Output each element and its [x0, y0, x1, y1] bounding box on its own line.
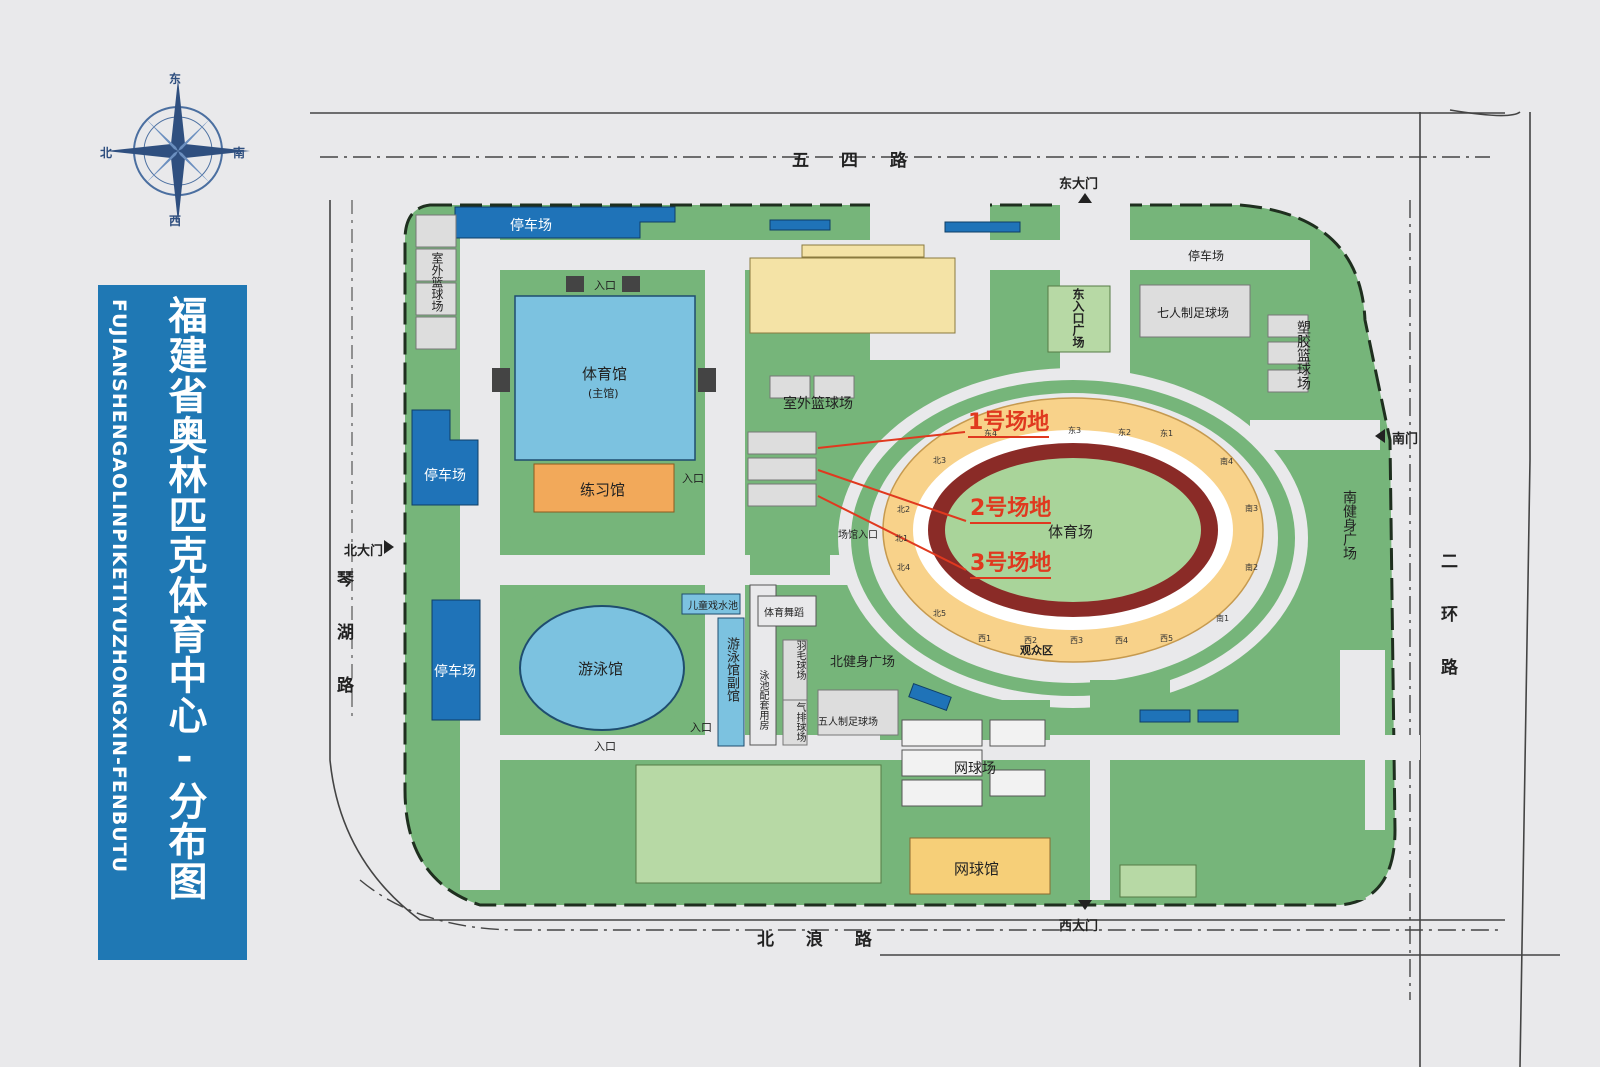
label-north-fitness: 北健身广场 [830, 655, 896, 670]
stand-south-3: 南3 [1245, 504, 1259, 513]
stand-south-4: 南4 [1220, 457, 1234, 466]
swim-annex-building [717, 617, 745, 747]
road-beilang: 北 浪 路 [757, 930, 872, 950]
label-outdoor-basket-c: 室外篮球场 [783, 396, 853, 412]
compass-south: 南 [233, 146, 246, 160]
gate-arrows [384, 193, 1385, 910]
kids-pool-building [681, 593, 741, 615]
north-building-top [801, 244, 925, 258]
label-swim-annex: 游泳馆副馆 [724, 637, 739, 702]
gate-west: 西大门 [1059, 919, 1099, 934]
parking-lots [411, 206, 1239, 723]
label-swimming: 游泳馆 [578, 660, 624, 678]
title-banner: 福建省奥林匹克体育中心-分布图 FUJIANSHENGAOLINPIKETIYU… [98, 285, 247, 960]
southwest-field [635, 764, 882, 884]
label-seven-a-side: 七人制足球场 [1157, 306, 1230, 320]
stand-north-4: 北4 [897, 563, 911, 572]
stand-west-2: 西2 [1024, 636, 1038, 645]
gym-main-building [514, 295, 696, 461]
venue-pointer-lines [817, 431, 967, 571]
stand-west-4: 西4 [1115, 636, 1129, 645]
compass-east: 东 [169, 72, 182, 86]
title-en: FUJIANSHENGAOLINPIKETIYUZHONGXIN-FENBUTU [108, 299, 130, 874]
gate-north: 北大门 [344, 544, 384, 559]
stand-west-1: 西1 [978, 634, 992, 643]
stand-north-2: 北2 [897, 505, 911, 514]
stand-east-1: 东1 [1160, 429, 1174, 438]
stand-north-1: 北1 [895, 534, 909, 543]
label-south-fitness: 南健身广场 [1341, 490, 1357, 560]
practice-hall-building [533, 463, 675, 513]
label-rubber-basket: 塑胶篮球场 [1295, 320, 1311, 390]
east-plaza-area [1047, 285, 1111, 353]
venue-label-3: 3号场地 [970, 545, 1052, 579]
stand-west-5: 西5 [1160, 634, 1174, 643]
label-gym-main-sub: (主馆) [588, 387, 619, 400]
road-qinhu: 琴湖路 [333, 570, 353, 729]
label-kids-pool: 儿童戏水池 [688, 601, 738, 612]
stand-east-2: 东2 [1118, 428, 1132, 437]
compass-west: 西 [169, 214, 182, 228]
seven-a-side-field [1139, 284, 1251, 338]
road-wusi: 五 四 路 [792, 151, 907, 171]
southeast-field [1119, 864, 1197, 898]
label-gym-main: 体育馆 [582, 365, 628, 383]
label-tennis-hall: 网球馆 [954, 860, 1000, 878]
label-five-a-side: 五人制足球场 [818, 717, 878, 728]
stand-south-2: 南2 [1245, 563, 1259, 572]
road-erhuan: 二环路 [1437, 552, 1457, 711]
stadium-field [945, 458, 1201, 602]
venue-label-1: 1号场地 [968, 404, 1050, 438]
label-parking-w2: 停车场 [434, 664, 476, 680]
label-sports-dance: 体育舞蹈 [764, 608, 804, 619]
gym-stairs [492, 276, 716, 392]
label-practice-hall: 练习馆 [580, 481, 626, 499]
label-volleyball: 气排球场 [794, 702, 805, 742]
label-entrance-gym-side: 入口 [682, 472, 704, 485]
gate-east: 东大门 [1059, 177, 1099, 192]
label-entrance-swim-side: 入口 [690, 721, 712, 734]
label-entrance-gym-top: 入口 [594, 279, 616, 292]
label-tennis-court: 网球场 [954, 761, 996, 777]
outdoor-basket-west-courts [415, 214, 457, 350]
tennis-courts [901, 719, 1046, 807]
road-lines [310, 109, 1560, 1067]
north-building [749, 257, 956, 334]
stand-east-3: 东3 [1068, 426, 1082, 435]
title-cn: 福建省奥林匹克体育中心-分布图 [162, 295, 207, 901]
gate-south: 南门 [1392, 432, 1419, 447]
compass-rose [106, 79, 250, 223]
center-courts [747, 375, 899, 746]
sports-dance-building [757, 595, 817, 627]
label-pool-equipment: 泳池配套用房 [757, 670, 768, 730]
label-parking-e: 停车场 [1188, 249, 1225, 263]
label-east-entrance-plaza: 东入口广场 [1071, 288, 1085, 348]
label-badminton: 羽毛球场 [794, 640, 805, 680]
swimming-building [519, 605, 685, 731]
label-parking-w1: 停车场 [424, 468, 466, 484]
compass-north: 北 [100, 146, 113, 160]
label-parking-nw: 停车场 [510, 218, 552, 234]
stand-south-1: 南1 [1216, 614, 1230, 623]
road-centerlines [320, 156, 1500, 1000]
label-outdoor-basket-w: 室外篮球场 [430, 252, 444, 312]
tennis-hall-building [909, 837, 1051, 895]
label-stand-area: 观众区 [1020, 644, 1053, 657]
stand-west-3: 西3 [1070, 636, 1084, 645]
label-stadium: 体育场 [1048, 523, 1094, 541]
stand-north-5: 北5 [933, 609, 947, 618]
rubber-basket-courts [1267, 314, 1309, 393]
label-venue-entrance: 场馆入口 [838, 530, 878, 541]
venue-label-2: 2号场地 [970, 490, 1052, 524]
stand-north-3: 北3 [933, 456, 947, 465]
label-entrance-swim-bottom: 入口 [594, 740, 616, 753]
stand-east-4: 东4 [984, 429, 998, 438]
